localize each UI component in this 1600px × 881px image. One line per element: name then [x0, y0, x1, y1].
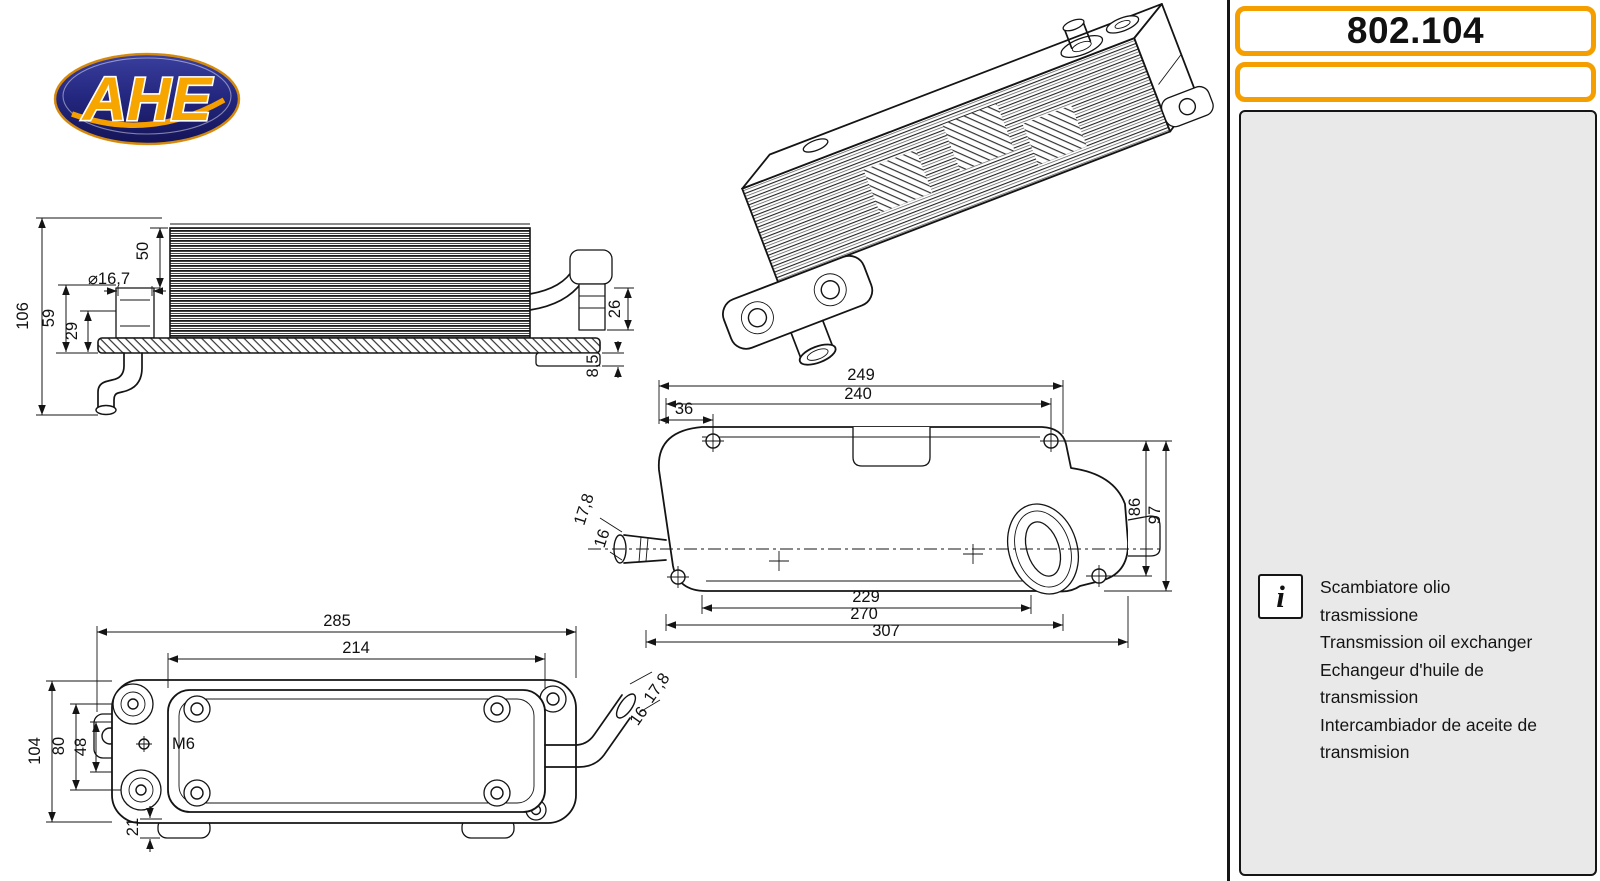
logo-swoosh	[71, 97, 226, 128]
right-connector-head	[569, 249, 613, 285]
dim-26: 26	[606, 300, 624, 318]
info-icon-glyph: i	[1276, 578, 1285, 614]
cross-mark	[963, 544, 983, 564]
info-panel: i Scambiatore olio trasmissione Transmis…	[1239, 110, 1597, 876]
dim-86: 86	[1126, 498, 1144, 516]
view-perspective	[722, 3, 1214, 366]
base-plate	[97, 337, 601, 354]
dim-214: 214	[342, 639, 370, 657]
dim-80: 80	[50, 737, 68, 755]
dim-17-8-top: 17,8	[571, 491, 598, 527]
dim-249: 249	[847, 366, 875, 384]
dim-307: 307	[872, 622, 900, 640]
part-number-secondary-box	[1235, 62, 1596, 102]
outlet-pipe	[113, 352, 143, 409]
pipe-end-front	[615, 693, 637, 719]
dim-16-top: 16	[591, 527, 614, 550]
top-port-boss	[1060, 34, 1104, 59]
description-fr: Echangeur d'huile de transmission	[1320, 659, 1484, 708]
view-side: 106 59 29 50 ⌀16,7 26 8,5	[14, 217, 634, 416]
view-top: 249 240 36 86 97 229 270	[571, 366, 1172, 648]
core-bolts	[183, 695, 511, 807]
dim-270: 270	[850, 605, 878, 623]
pipe-opening	[95, 404, 117, 416]
dim-50: 50	[134, 242, 152, 260]
label-m6: M6	[172, 735, 195, 753]
info-icon: i	[1258, 574, 1303, 619]
dim-285: 285	[323, 612, 351, 630]
dim-229: 229	[852, 588, 880, 606]
oil-port-oval	[1007, 503, 1079, 595]
info-row: i Scambiatore olio trasmissione Transmis…	[1258, 574, 1552, 767]
dim-pipe-diameter: ⌀16,7	[88, 270, 130, 288]
cross-mark	[769, 551, 789, 571]
top-tab	[852, 427, 931, 467]
part-number-box: 802.104	[1235, 6, 1596, 56]
dim-59: 59	[40, 309, 58, 327]
dim-21: 21	[124, 818, 142, 836]
description-it: Scambiatore olio trasmissione	[1320, 577, 1451, 625]
part-number: 802.104	[1346, 10, 1485, 51]
dim-106: 106	[14, 302, 32, 330]
view-front: 285 214 104 80 48 21 M6 17,8	[26, 612, 673, 852]
right-panel: 802.104 i Scambiatore olio trasmissione …	[1227, 0, 1600, 881]
dim-97: 97	[1146, 506, 1164, 524]
top-port-boss-2	[1105, 15, 1140, 34]
product-descriptions: Scambiatore olio trasmissione Transmissi…	[1320, 574, 1552, 767]
brand-logo: AHE	[53, 52, 241, 146]
dim-36: 36	[675, 400, 693, 418]
technical-drawing: AHE 106	[14, 3, 1214, 852]
brand-name: AHE	[81, 65, 214, 133]
dim-8-5: 8,5	[584, 355, 602, 378]
bottom-port	[798, 343, 837, 366]
description-en: Transmission oil exchanger	[1320, 632, 1533, 652]
core-front	[167, 689, 546, 813]
outlet-pipe-front	[544, 694, 623, 746]
dim-48: 48	[72, 738, 90, 756]
dim-29: 29	[63, 322, 81, 340]
dim-104: 104	[26, 737, 44, 765]
dim-240: 240	[844, 385, 872, 403]
right-flange	[535, 352, 601, 367]
oil-ports	[112, 683, 162, 811]
inlet-fitting	[115, 287, 155, 339]
right-connector-tube	[578, 283, 606, 331]
fin-core	[169, 227, 531, 339]
description-es: Intercambiador de aceite de transmision	[1320, 714, 1537, 763]
